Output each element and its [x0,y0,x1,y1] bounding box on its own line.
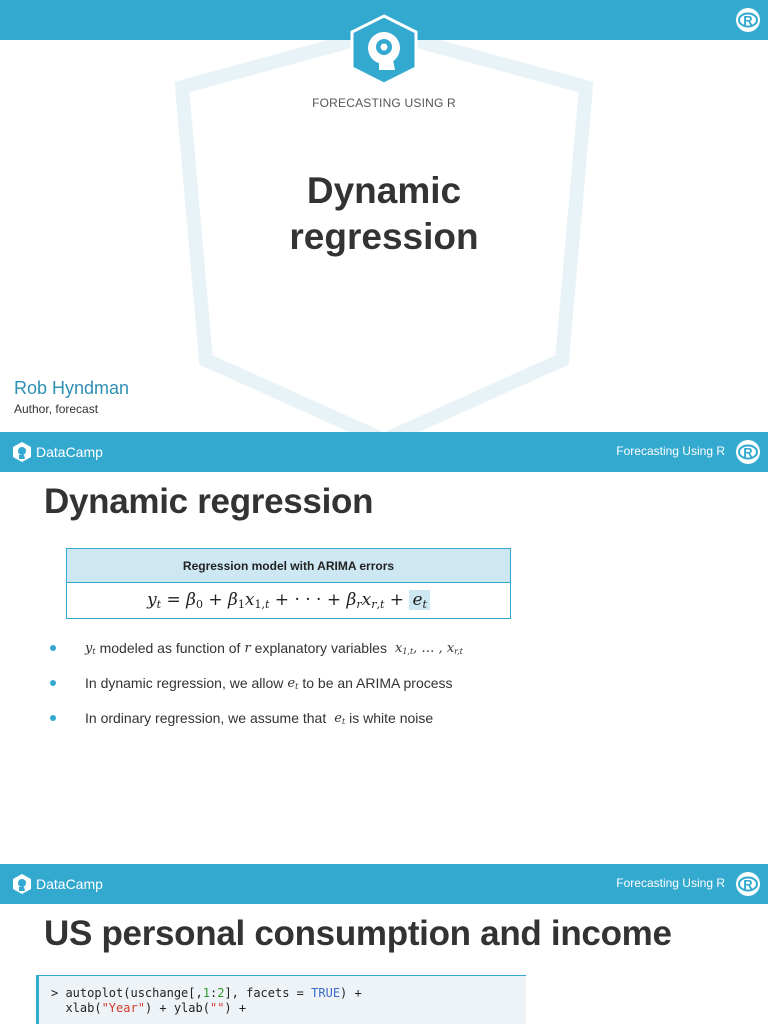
datacamp-brand: DataCamp [36,876,103,892]
header-course-title: Forecasting Using R [616,444,725,458]
bullet-item: yt modeled as function of r explanatory … [50,640,750,656]
formula-equation: yt = β0 + β1x1,t + · · · + βrxr,t + et [67,583,510,618]
bullet-dot [50,645,56,651]
r-logo-icon: R [736,8,760,32]
datacamp-badge-icon [13,442,31,462]
code-block[interactable]: > autoplot(uschange[,1:2], facets = TRUE… [36,975,526,1024]
bullet-dot [50,680,56,686]
dynamic-regression-slide: DataCamp Forecasting Using R R Dynamic r… [0,432,768,864]
title-line-2: regression [289,216,479,257]
header-course-title: Forecasting Using R [616,876,725,890]
bullet-item: In dynamic regression, we allow et to be… [50,675,750,691]
slide-header: DataCamp Forecasting Using R R [0,864,768,904]
r-logo-icon: R [736,872,760,896]
bullet-item: In ordinary regression, we assume that e… [50,710,750,726]
slide-header: DataCamp Forecasting Using R R [0,432,768,472]
slide-title: Dynamic regression [234,168,534,260]
datacamp-brand: DataCamp [36,444,103,460]
slide-title: Dynamic regression [44,482,374,521]
formula-header: Regression model with ARIMA errors [67,549,510,583]
title-line-1: Dynamic [306,170,462,211]
r-logo-icon: R [736,440,760,464]
author-role: Author, forecast [14,402,99,416]
author-name: Rob Hyndman [14,378,130,398]
svg-text:R: R [743,13,753,28]
error-term-highlight: et [409,590,430,611]
datacamp-instructor-badge-icon [350,14,418,86]
course-label: FORECASTING USING R [312,96,456,110]
datacamp-logo: DataCamp [12,873,103,895]
bullet-dot [50,715,56,721]
datacamp-badge-icon [13,874,31,894]
svg-text:R: R [743,877,753,892]
formula-box: Regression model with ARIMA errors yt = … [66,548,511,619]
title-slide: R FORECASTING USING R Dynamic regression… [0,0,768,432]
datacamp-logo: DataCamp [12,441,103,463]
svg-text:R: R [743,445,753,460]
slide-title: US personal consumption and income [44,914,672,953]
hexagon-outline-decoration [174,24,594,432]
us-consumption-slide: DataCamp Forecasting Using R R US person… [0,864,768,1024]
